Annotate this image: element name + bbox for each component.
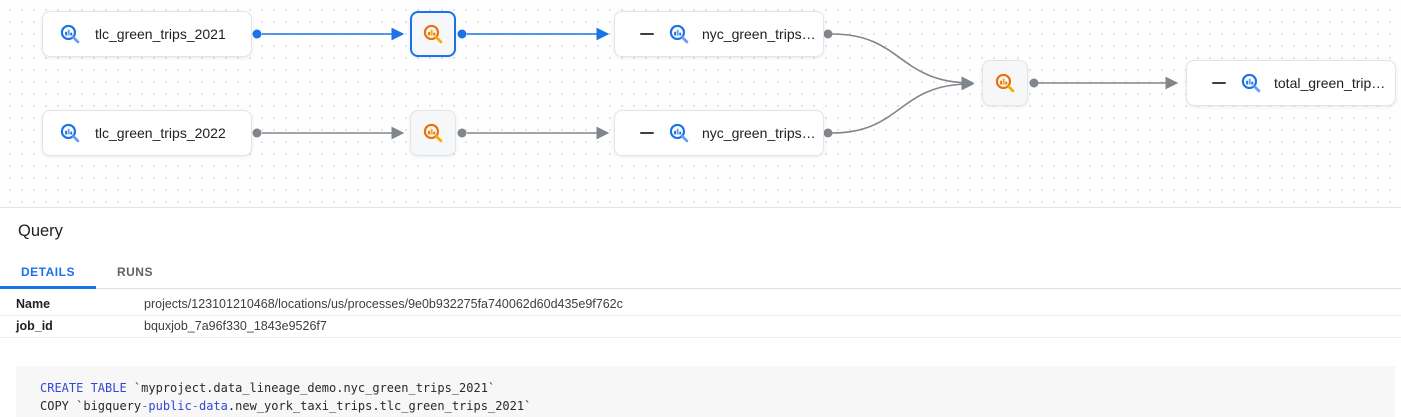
node-label: tlc_green_trips_2021 [95, 26, 226, 42]
panel-title: Query [18, 222, 63, 240]
process-query-icon [423, 24, 443, 44]
node-label: total_green_trip… [1274, 75, 1386, 91]
process-query-icon [423, 123, 443, 143]
node-label: nyc_green_trips… [702, 125, 816, 141]
node-nyc-green-trips-2021[interactable]: nyc_green_trips… [614, 11, 824, 57]
process-query-icon [995, 73, 1015, 93]
details-panel: Query DETAILS RUNS Name projects/1231012… [0, 209, 1401, 417]
bigquery-table-icon [669, 24, 689, 44]
collapse-minus-icon[interactable] [640, 126, 654, 140]
node-process-union[interactable] [982, 60, 1028, 106]
collapse-minus-icon[interactable] [1212, 76, 1226, 90]
bigquery-table-icon [669, 123, 689, 143]
collapse-minus-icon[interactable] [640, 27, 654, 41]
node-tlc-green-trips-2022[interactable]: tlc_green_trips_2022 [42, 110, 252, 156]
edge-nyc2021-to-process3 [831, 33, 975, 90]
edge-ports [252, 29, 1039, 138]
tab-runs[interactable]: RUNS [96, 256, 174, 288]
detail-label: Name [16, 296, 51, 311]
node-process-copy-2021[interactable] [410, 11, 456, 57]
detail-value: projects/123101210468/locations/us/proce… [144, 296, 623, 311]
detail-row-name: Name projects/123101210468/locations/us/… [0, 293, 1401, 316]
node-tlc-green-trips-2021[interactable]: tlc_green_trips_2021 [42, 11, 252, 57]
tab-runs-label: RUNS [116, 265, 153, 279]
detail-row-job-id: job_id bquxjob_7a96f330_1843e9526f7 [0, 316, 1401, 338]
node-label: nyc_green_trips… [702, 26, 816, 42]
details-table: Name projects/123101210468/locations/us/… [0, 293, 1401, 338]
node-label: tlc_green_trips_2022 [95, 125, 226, 141]
sql-query-code: CREATE TABLE `myproject.data_lineage_dem… [16, 366, 1395, 417]
node-total-green-trips[interactable]: total_green_trip… [1186, 60, 1396, 106]
bigquery-table-icon [60, 123, 80, 143]
bigquery-table-icon [60, 24, 80, 44]
lineage-edges [252, 27, 1179, 140]
panel-tabs: DETAILS RUNS [0, 256, 1401, 289]
node-process-copy-2022[interactable] [410, 110, 456, 156]
bigquery-table-icon [1241, 73, 1261, 93]
tab-details-label: DETAILS [21, 265, 75, 279]
lineage-canvas[interactable]: tlc_green_trips_2021 nyc_green_trips… [0, 0, 1401, 208]
node-nyc-green-trips-2022[interactable]: nyc_green_trips… [614, 110, 824, 156]
edge-nyc2022-to-process3 [831, 77, 975, 134]
detail-label: job_id [16, 319, 53, 334]
detail-value: bquxjob_7a96f330_1843e9526f7 [144, 319, 327, 334]
tab-details[interactable]: DETAILS [0, 256, 96, 289]
